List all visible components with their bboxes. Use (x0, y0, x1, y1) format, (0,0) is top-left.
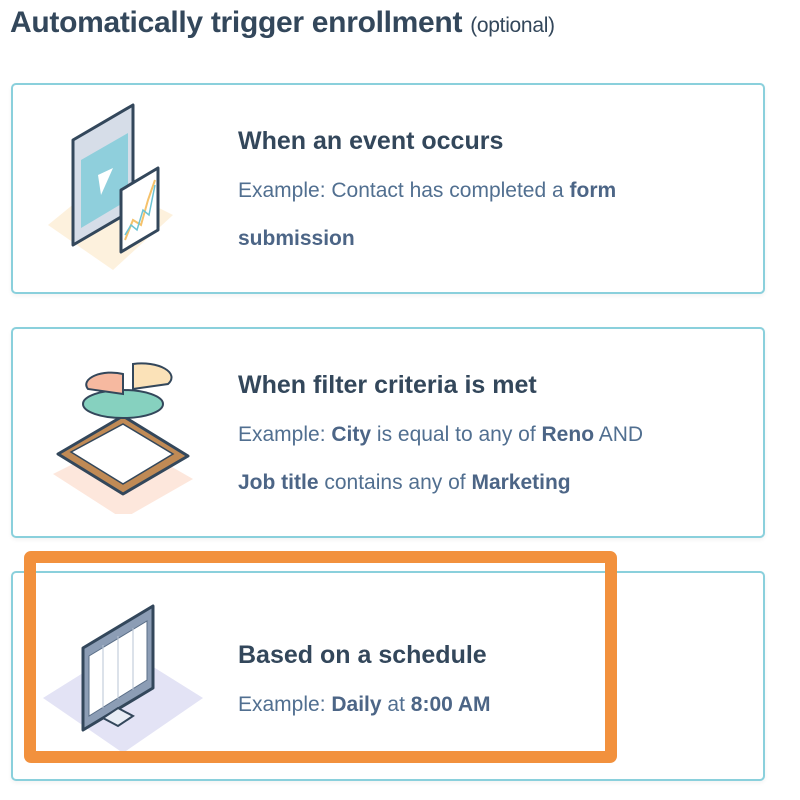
desc-bold: Marketing (471, 471, 571, 494)
option-schedule[interactable]: Based on a schedule Example: Daily at 8:… (11, 571, 765, 781)
desc-text: contains any of (318, 471, 472, 494)
option-filter-criteria[interactable]: When filter criteria is met Example: Cit… (11, 327, 765, 538)
option-title: When filter criteria is met (238, 371, 537, 399)
option-event-occurs[interactable]: When an event occurs Example: Contact ha… (11, 83, 765, 294)
desc-text: AND (594, 423, 644, 446)
desc-text: Example: (238, 693, 332, 716)
option-description: Example: Daily at 8:00 AM (238, 681, 738, 729)
desc-text: Example: (238, 423, 332, 446)
desc-text: at (381, 693, 411, 716)
desc-bold: 8:00 AM (410, 693, 491, 716)
optional-label: (optional) (470, 14, 555, 37)
video-analytics-illustration (48, 103, 173, 270)
desc-bold: Daily (331, 693, 382, 716)
calendar-monitor-illustration (43, 604, 203, 753)
option-description: Example: Contact has completed a form su… (238, 167, 738, 263)
desc-text: is equal to any of (371, 423, 542, 446)
title-text: Automatically trigger enrollment (10, 6, 463, 39)
option-title: When an event occurs (238, 127, 504, 155)
option-title: Based on a schedule (238, 641, 487, 669)
desc-bold: City (331, 423, 372, 446)
desc-text: Example: Contact has completed a (238, 179, 570, 202)
desc-bold: Job title (238, 471, 319, 494)
pie-chart-clipboard-illustration (53, 362, 193, 514)
desc-bold: Reno (541, 423, 595, 446)
option-description: Example: City is equal to any of Reno AN… (238, 411, 738, 507)
page-title: Automatically trigger enrollment (option… (10, 6, 555, 40)
desc-bold: form submission (238, 179, 617, 250)
